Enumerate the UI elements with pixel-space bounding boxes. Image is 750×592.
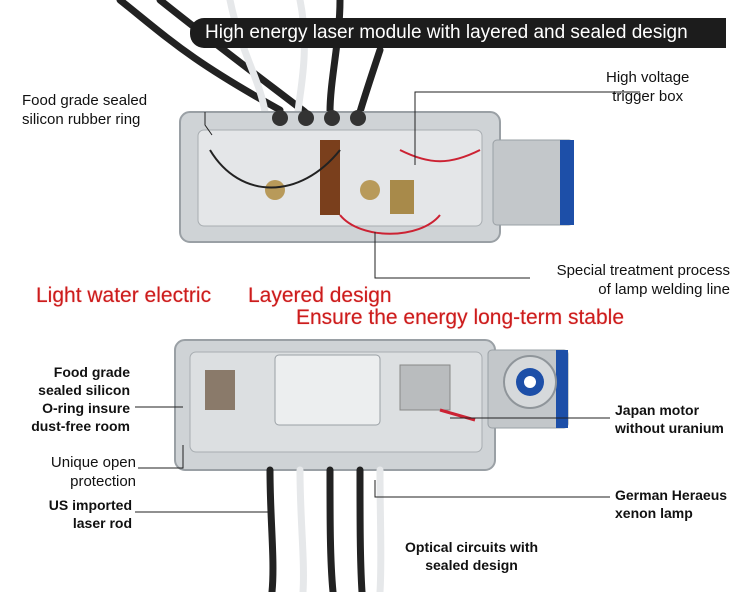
label-o-ring: Food grade sealed silicon O-ring insure … <box>10 363 130 435</box>
label-motor: Japan motor without uranium <box>615 401 724 437</box>
label-welding-line: Special treatment process of lamp weldin… <box>530 261 730 299</box>
label-line: Japan motor <box>615 402 700 418</box>
label-line: silicon rubber ring <box>22 111 141 128</box>
top-module <box>179 110 574 243</box>
label-optical-circuits: Optical circuits with sealed design <box>405 538 538 574</box>
label-line: sealed silicon <box>38 382 130 398</box>
top-hoses <box>116 0 384 116</box>
label-line: US imported <box>48 497 132 513</box>
label-line: Optical circuits with <box>405 539 539 555</box>
label-line: of lamp welding line <box>598 281 730 298</box>
bottom-module <box>174 339 569 471</box>
title-banner <box>190 18 726 48</box>
label-line: sealed design <box>425 557 518 573</box>
label-laser-rod: US imported laser rod <box>10 496 132 532</box>
label-line: German Heraeus <box>615 487 728 503</box>
label-open-protection: Unique open protection <box>10 453 136 491</box>
leader-lines <box>135 91 640 513</box>
label-trigger-box: High voltage trigger box <box>606 68 689 106</box>
label-line: Food grade sealed <box>22 92 148 109</box>
label-line: Special treatment process <box>556 262 730 279</box>
label-xenon-lamp: German Heraeus xenon lamp <box>615 486 727 522</box>
label-line: xenon lamp <box>615 505 693 521</box>
label-line: Food grade <box>53 364 130 380</box>
label-food-grade-ring: Food grade sealed silicon rubber ring <box>22 91 147 129</box>
label-line: O-ring insure <box>42 400 130 416</box>
bottom-hoses <box>266 466 385 592</box>
label-line: Unique open <box>50 454 136 471</box>
label-line: laser rod <box>72 515 132 531</box>
slogan-ensure-stable: Ensure the energy long-term stable <box>296 306 625 329</box>
slogan-layered-design: Layered design <box>248 284 392 307</box>
slogan-light-water-electric: Light water electric <box>36 284 212 307</box>
banner-title: High energy laser module with layered an… <box>205 22 688 43</box>
label-line: protection <box>70 473 136 490</box>
label-line: without uranium <box>615 420 724 436</box>
label-line: trigger box <box>612 88 684 105</box>
label-line: dust-free room <box>31 418 130 434</box>
label-line: High voltage <box>606 69 690 86</box>
